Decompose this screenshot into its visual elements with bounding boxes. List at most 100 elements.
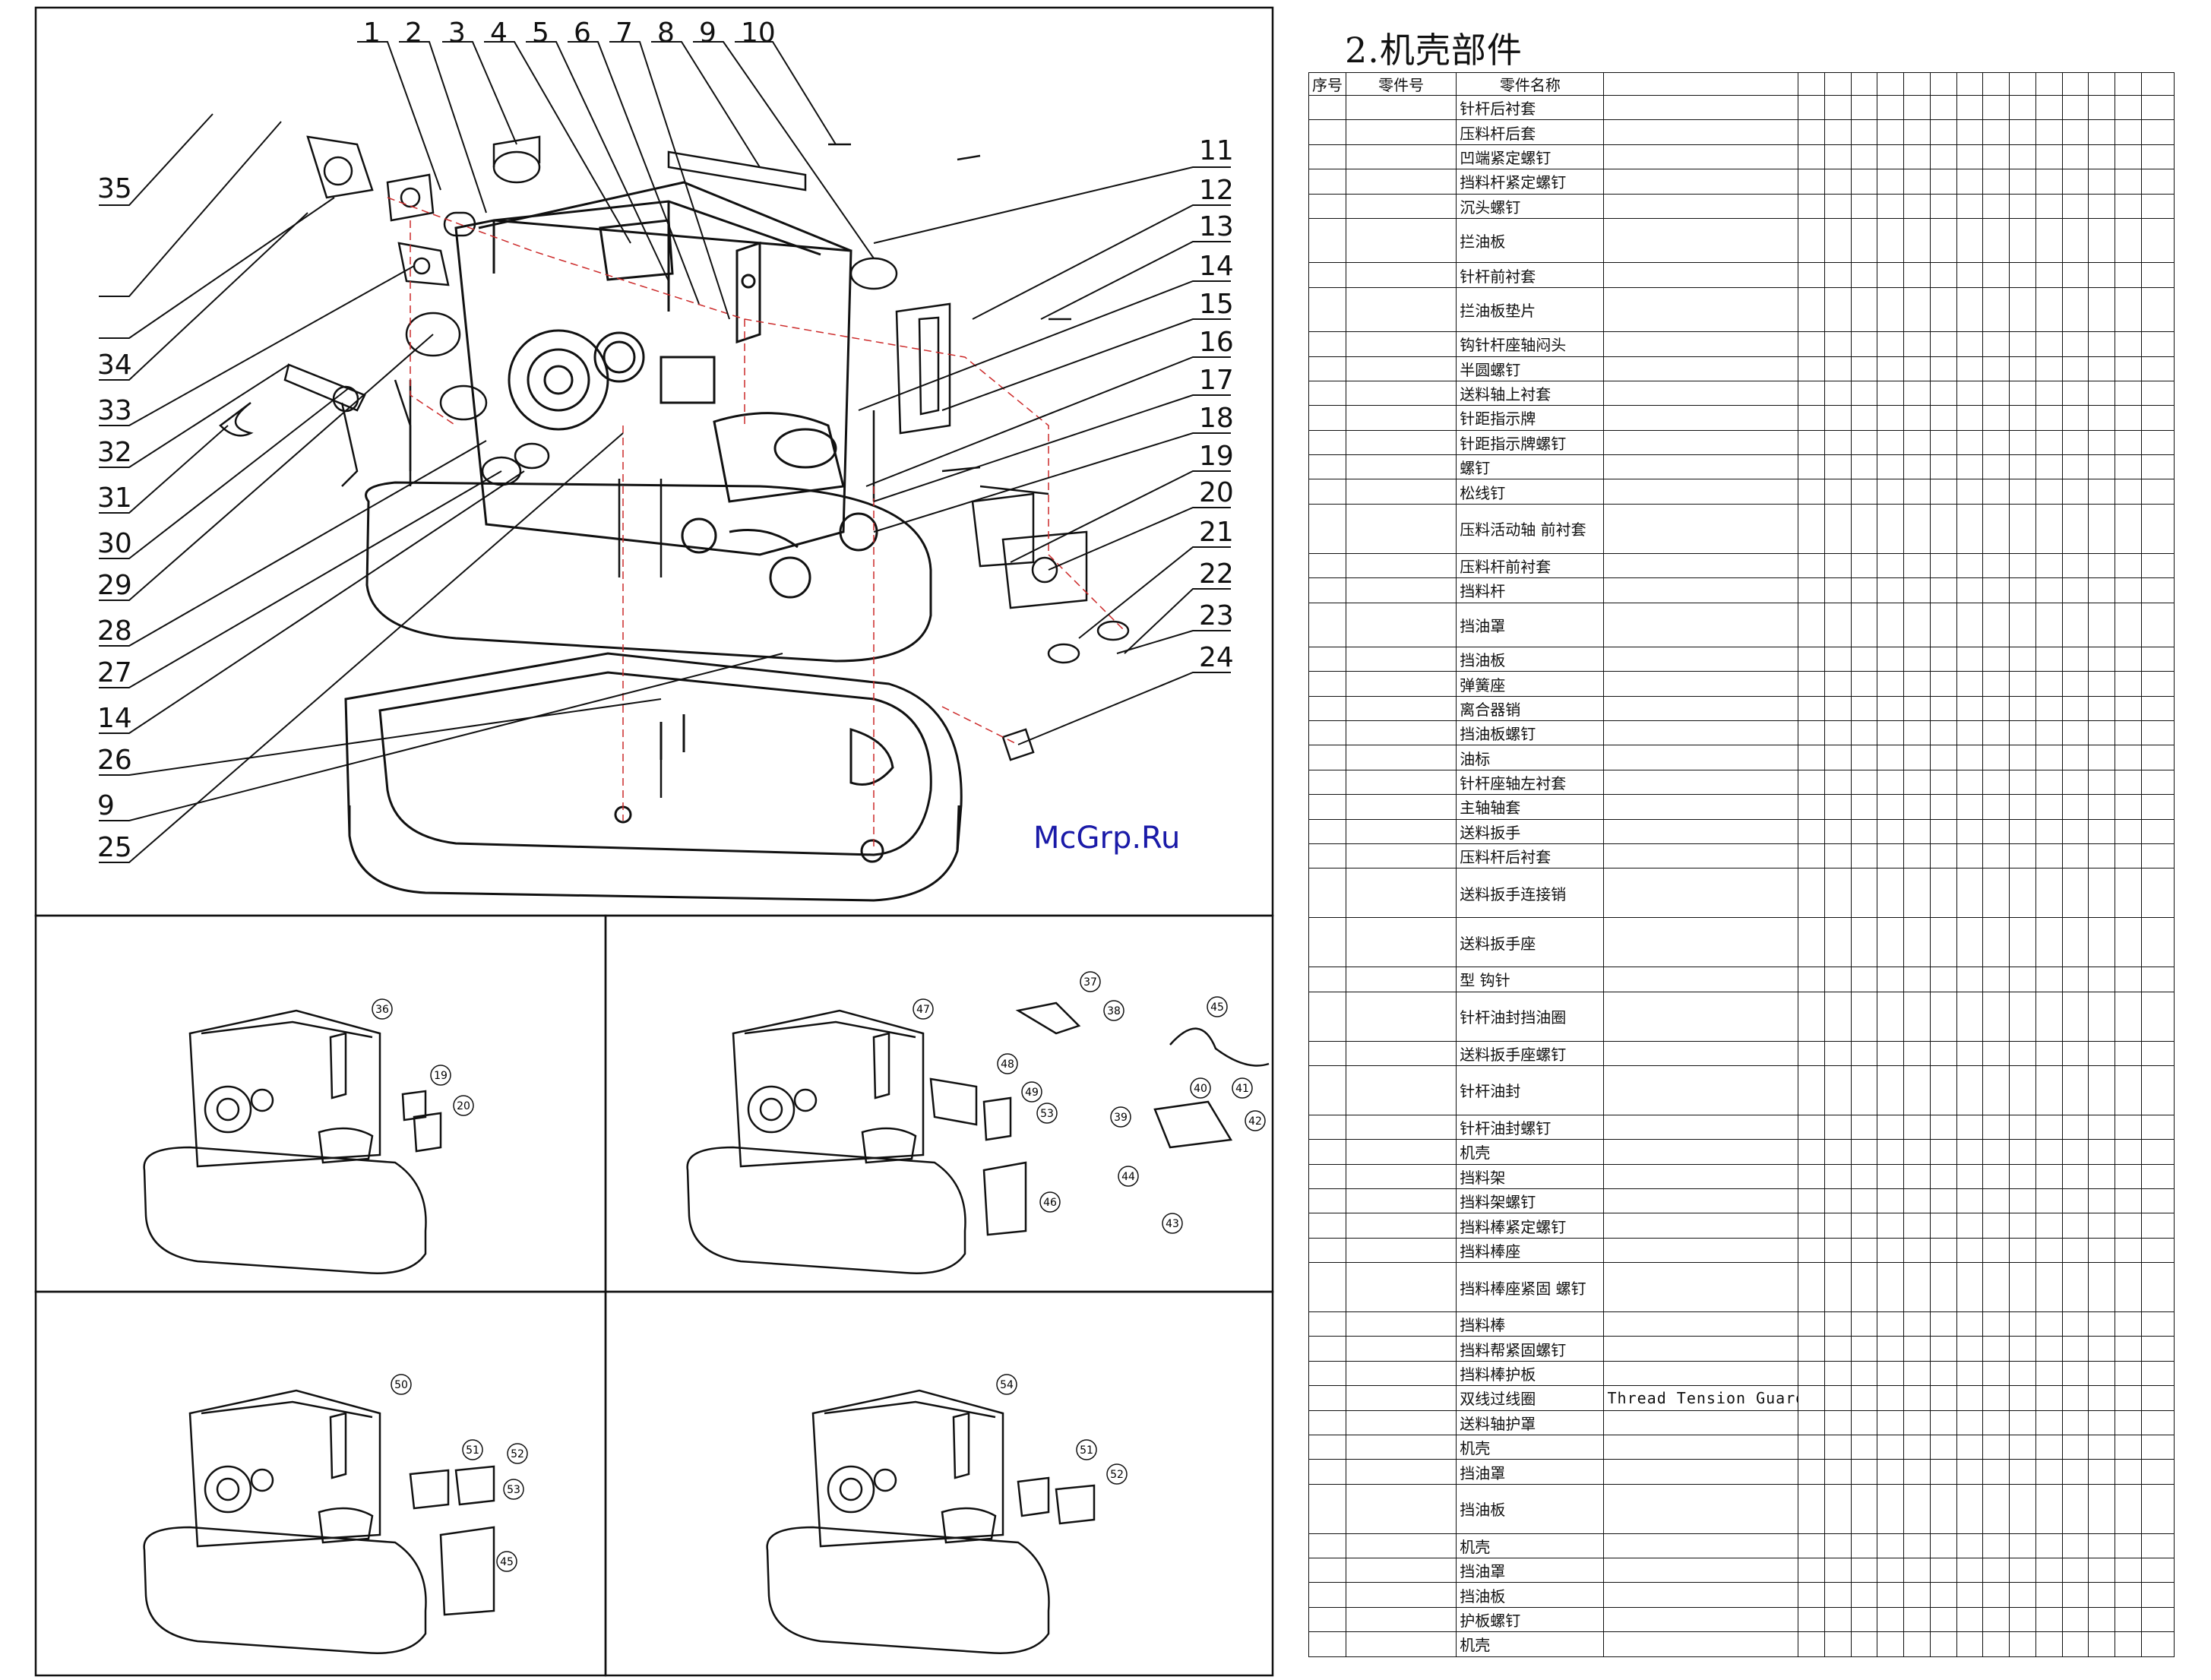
empty-cell <box>1903 429 1931 456</box>
empty-cell <box>1850 262 1878 288</box>
empty-cell <box>1982 1385 2010 1411</box>
variant-1-housing <box>143 1009 442 1274</box>
empty-cell <box>1929 1237 1957 1264</box>
table-row: 弹簧座 <box>1308 671 2175 697</box>
callout-39: 39 <box>1110 1106 1131 1128</box>
empty-cell <box>2035 967 2063 992</box>
empty-cell <box>1956 262 1984 288</box>
empty-cell <box>2140 794 2175 820</box>
empty-cell <box>1956 1434 1984 1460</box>
empty-cell <box>1308 1188 1347 1214</box>
part-name-cell: 挡料帮紧固螺钉 <box>1456 1336 1605 1362</box>
empty-cell <box>2035 1582 2063 1608</box>
empty-cell <box>1308 144 1347 170</box>
empty-cell <box>1956 119 1984 145</box>
empty-cell <box>1877 1040 1905 1066</box>
part-english-cell <box>1603 1262 1799 1313</box>
empty-cell <box>1850 818 1878 845</box>
empty-cell <box>1308 1360 1347 1387</box>
empty-cell <box>1346 769 1457 796</box>
empty-cell <box>1956 818 1984 845</box>
empty-cell <box>2061 94 2089 121</box>
empty-cell <box>1798 1065 1825 1115</box>
callout-29: 29 <box>97 570 132 601</box>
empty-cell <box>1346 1434 1457 1460</box>
part-name-cell: 沉头螺钉 <box>1456 193 1605 219</box>
empty-cell <box>1956 1582 1984 1608</box>
empty-cell <box>1929 380 1957 407</box>
empty-cell <box>2035 671 2063 697</box>
svg-text:50: 50 <box>394 1379 408 1391</box>
table-row: 压料杆前衬套 <box>1308 552 2175 579</box>
empty-cell <box>2009 1385 2036 1411</box>
table-row: 半圆螺钉 <box>1308 356 2175 381</box>
empty-cell <box>2035 405 2063 431</box>
empty-cell <box>2035 769 2063 796</box>
empty-cell <box>1850 1582 1878 1608</box>
variant-4-housing <box>766 1389 1096 1654</box>
part-english-cell <box>1603 1114 1799 1141</box>
empty-cell <box>1903 1385 1931 1411</box>
empty-cell <box>2009 286 2036 333</box>
empty-cell <box>1850 1483 1878 1534</box>
empty-cell <box>1850 1262 1878 1313</box>
callout-18: 18 <box>1199 403 1234 434</box>
part-name-cell: 挡料架 <box>1456 1163 1605 1189</box>
empty-cell <box>2035 429 2063 456</box>
empty-cell <box>1346 94 1457 121</box>
empty-cell <box>1798 1237 1825 1264</box>
empty-cell <box>1903 552 1931 579</box>
parts-table-body: 针杆后衬套压料杆后套凹端紧定螺钉挡料杆紧定螺钉沉头螺钉拦油板针杆前衬套拦油板垫片… <box>1308 94 2175 1657</box>
empty-cell <box>1903 380 1931 407</box>
empty-cell <box>1346 356 1457 381</box>
part-english-cell <box>1603 1434 1799 1460</box>
empty-cell <box>2061 286 2089 333</box>
empty-cell <box>2009 331 2036 357</box>
callout-22: 22 <box>1199 558 1234 590</box>
empty-cell <box>2009 917 2036 968</box>
empty-cell <box>1798 991 1825 1042</box>
empty-cell <box>1850 1533 1878 1559</box>
empty-cell <box>2035 94 2063 121</box>
empty-cell <box>1903 1336 1931 1362</box>
empty-cell <box>1877 843 1905 869</box>
empty-cell <box>1903 843 1931 869</box>
empty-cell <box>2088 479 2116 505</box>
empty-cell <box>1824 1336 1852 1362</box>
empty-cell <box>1850 769 1878 796</box>
empty-cell <box>2009 1262 2036 1313</box>
callout-38: 38 <box>1103 1000 1124 1021</box>
table-row: 挡料棒座紧固 螺钉 <box>1308 1262 2175 1313</box>
part-english-cell <box>1603 1631 1799 1657</box>
empty-cell <box>1308 405 1347 431</box>
empty-cell <box>1982 991 2010 1042</box>
empty-cell <box>1346 429 1457 456</box>
empty-cell <box>1798 503 1825 554</box>
empty-cell <box>2009 1139 2036 1165</box>
empty-cell <box>1346 745 1457 770</box>
empty-cell <box>2035 193 2063 219</box>
svg-text:51: 51 <box>1080 1444 1093 1457</box>
empty-cell <box>1982 917 2010 968</box>
empty-cell <box>1956 646 1984 672</box>
empty-cell <box>1798 380 1825 407</box>
empty-cell <box>1956 1533 1984 1559</box>
empty-cell <box>1346 405 1457 431</box>
part-english-cell <box>1603 917 1799 968</box>
empty-cell <box>1798 1409 1825 1435</box>
empty-cell <box>2088 1114 2116 1141</box>
part-name-cell: 拦油板垫片 <box>1456 286 1605 333</box>
empty-cell <box>1929 671 1957 697</box>
empty-cell <box>1903 193 1931 219</box>
svg-text:47: 47 <box>916 1004 930 1016</box>
callout-20s: 20 <box>453 1095 474 1116</box>
empty-cell <box>2140 356 2175 381</box>
empty-cell <box>1346 1360 1457 1387</box>
empty-cell <box>1346 991 1457 1042</box>
empty-cell <box>1929 1631 1957 1657</box>
empty-cell <box>1798 602 1825 647</box>
empty-cell <box>1850 380 1878 407</box>
empty-cell <box>2140 217 2175 264</box>
callout-49: 49 <box>1021 1081 1042 1103</box>
empty-cell <box>2140 1606 2175 1633</box>
